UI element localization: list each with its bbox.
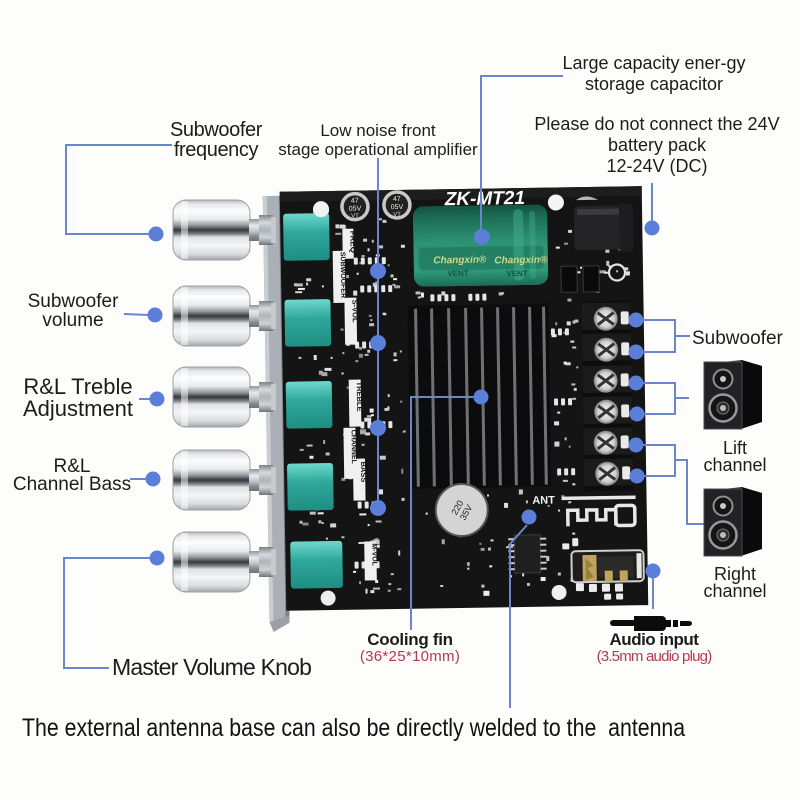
svg-text:47: 47 — [393, 196, 401, 203]
svg-text:M-VOL: M-VOL — [370, 543, 377, 566]
svg-text:Changxin®: Changxin® — [494, 255, 548, 267]
svg-text:VENT: VENT — [506, 269, 528, 278]
svg-text:FREQ: FREQ — [348, 231, 357, 253]
svg-text:TREBLE: TREBLE — [355, 382, 364, 412]
svg-text:47: 47 — [351, 198, 359, 205]
svg-text:VT: VT — [351, 214, 359, 220]
svg-text:VENT: VENT — [447, 269, 469, 278]
svg-text:Changxin®: Changxin® — [433, 255, 487, 267]
svg-text:ANT: ANT — [532, 495, 555, 507]
svg-text:ZK-MT21: ZK-MT21 — [444, 188, 526, 210]
svg-text:05V: 05V — [349, 206, 362, 213]
svg-text:SUBWOOFER: SUBWOOFER — [339, 252, 347, 298]
svg-text:BASS: BASS — [359, 461, 368, 482]
svg-text:S-VOL: S-VOL — [350, 300, 359, 323]
svg-text:VT: VT — [393, 212, 401, 218]
svg-text:CHANNEL: CHANNEL — [349, 430, 357, 465]
svg-text:05V: 05V — [391, 204, 404, 211]
